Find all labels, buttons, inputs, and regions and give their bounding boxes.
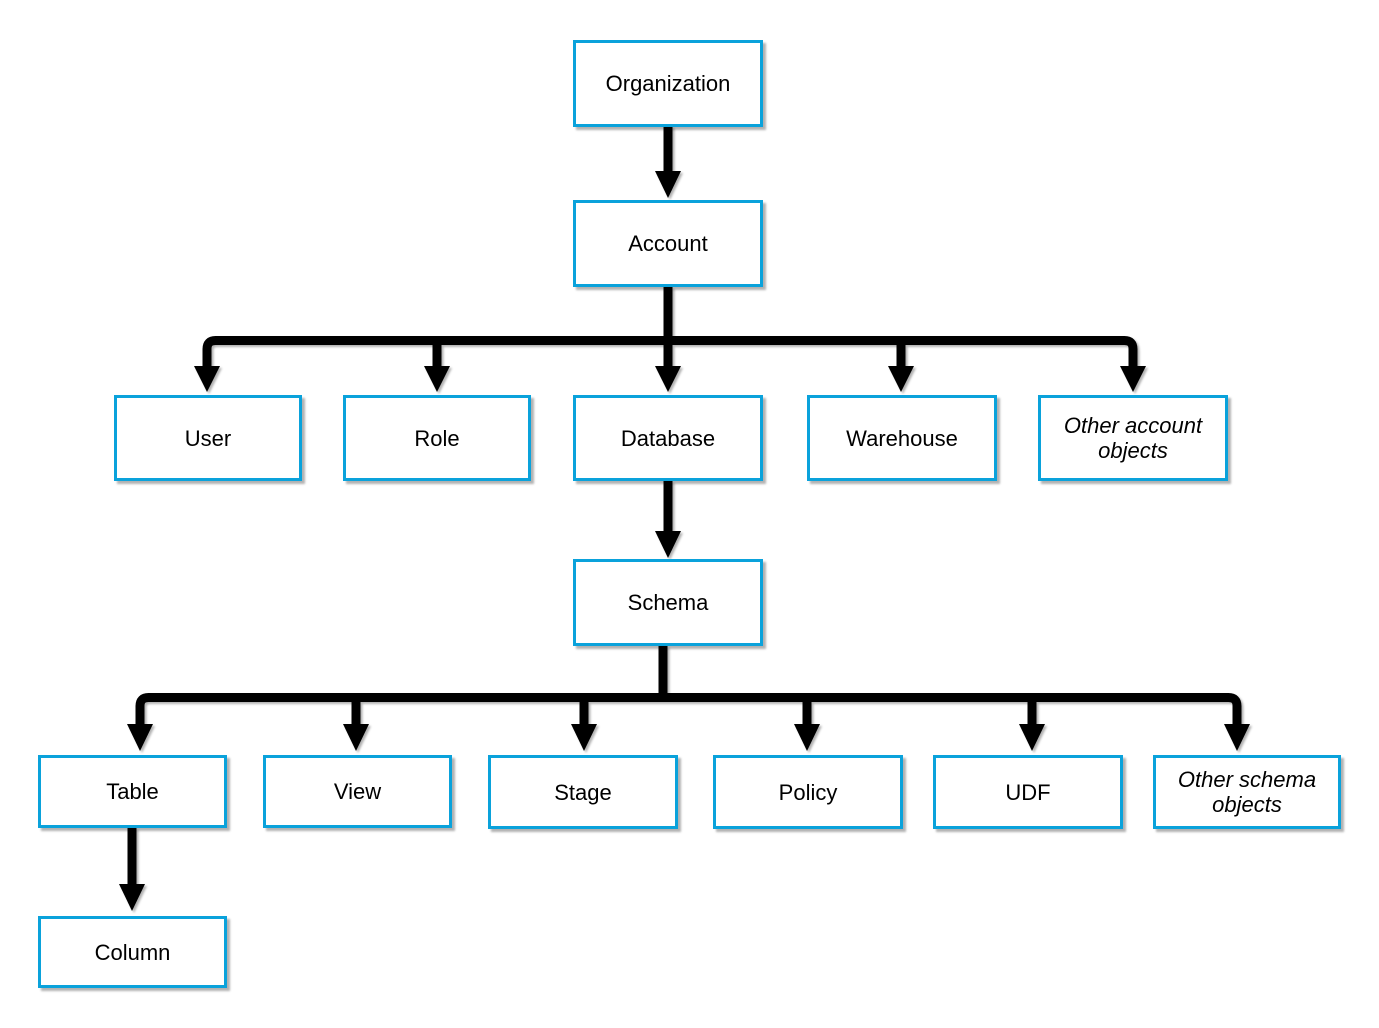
node-label: View [333, 779, 382, 804]
node-account: Account [573, 200, 763, 287]
edge-database-schema [655, 481, 681, 558]
node-label: Account [628, 231, 708, 256]
node-other-account-objects: Other account objects [1038, 395, 1228, 481]
node-column: Column [38, 916, 227, 988]
node-label: Organization [605, 71, 731, 96]
node-label: Database [620, 425, 716, 451]
edge-account-children [194, 287, 1146, 392]
node-schema: Schema [573, 559, 763, 646]
node-udf: UDF [933, 755, 1123, 829]
node-organization: Organization [573, 40, 763, 127]
node-label: User [184, 425, 232, 451]
node-other-schema-objects: Other schema objects [1153, 755, 1341, 829]
node-policy: Policy [713, 755, 903, 829]
node-label: Role [414, 425, 460, 451]
node-view: View [263, 755, 452, 828]
node-database: Database [573, 395, 763, 481]
edge-organization-account [655, 126, 681, 198]
node-label: Stage [554, 779, 612, 805]
node-table: Table [38, 755, 227, 828]
node-label: Policy [778, 779, 838, 805]
node-label: Schema [627, 590, 709, 615]
node-label: Warehouse [846, 425, 958, 451]
node-label: Other account objects [1063, 413, 1203, 463]
edge-schema-children [127, 646, 1250, 751]
node-user: User [114, 395, 302, 481]
node-label: UDF [1005, 779, 1051, 805]
node-warehouse: Warehouse [807, 395, 997, 481]
node-label: Other schema objects [1177, 767, 1317, 817]
node-label: Column [94, 939, 171, 965]
node-label: Table [106, 779, 159, 804]
node-stage: Stage [488, 755, 678, 829]
edge-table-column [119, 828, 145, 911]
node-role: Role [343, 395, 531, 481]
